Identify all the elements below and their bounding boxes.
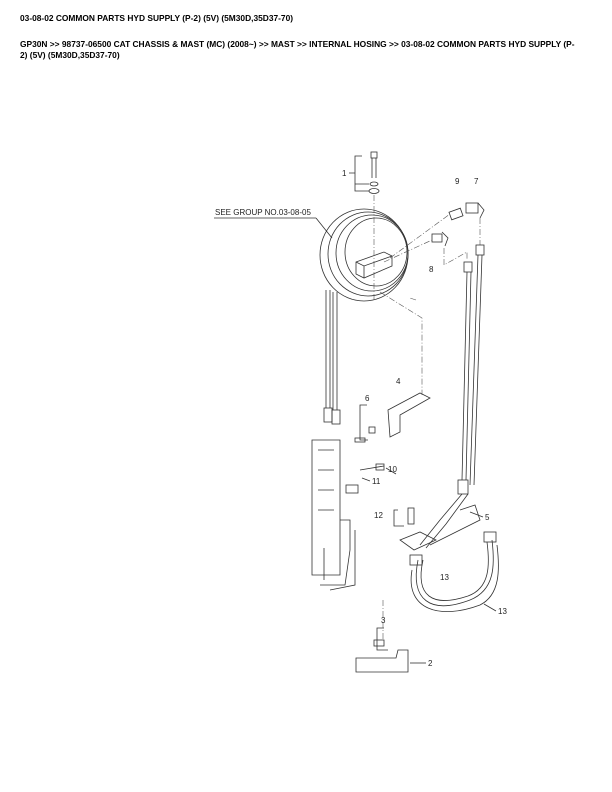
callout-10: 10 <box>388 465 397 474</box>
reel-hoses <box>323 290 341 425</box>
callout-13a: 13 <box>440 573 449 582</box>
callout-1: 1 <box>342 169 347 178</box>
bracket-2 <box>355 600 409 673</box>
see-group-label: SEE GROUP NO.03-08-05 <box>215 208 311 217</box>
callout-2: 2 <box>428 659 433 668</box>
hose-reel <box>319 208 409 302</box>
callout-12: 12 <box>374 511 383 520</box>
callout-5: 5 <box>485 513 490 522</box>
page-title: 03-08-02 COMMON PARTS HYD SUPPLY (P-2) (… <box>20 13 294 23</box>
callout-13b: 13 <box>498 607 507 616</box>
fittings <box>383 202 485 266</box>
plate-12 <box>393 507 437 551</box>
callout-6: 6 <box>365 394 370 403</box>
breadcrumb: GP30N >> 98737-06500 CAT CHASSIS & MAST … <box>20 39 575 60</box>
manifold-block <box>311 439 385 591</box>
callout-8: 8 <box>429 265 434 274</box>
hoses-13 <box>409 531 499 612</box>
callout-7: 7 <box>474 177 479 186</box>
right-hose <box>419 244 485 549</box>
callout-9: 9 <box>455 177 460 186</box>
callout-11: 11 <box>372 477 381 486</box>
bolt-assembly <box>349 151 380 300</box>
bracket-4 <box>368 291 431 438</box>
callout-3: 3 <box>381 616 386 625</box>
callout-4: 4 <box>396 377 401 386</box>
